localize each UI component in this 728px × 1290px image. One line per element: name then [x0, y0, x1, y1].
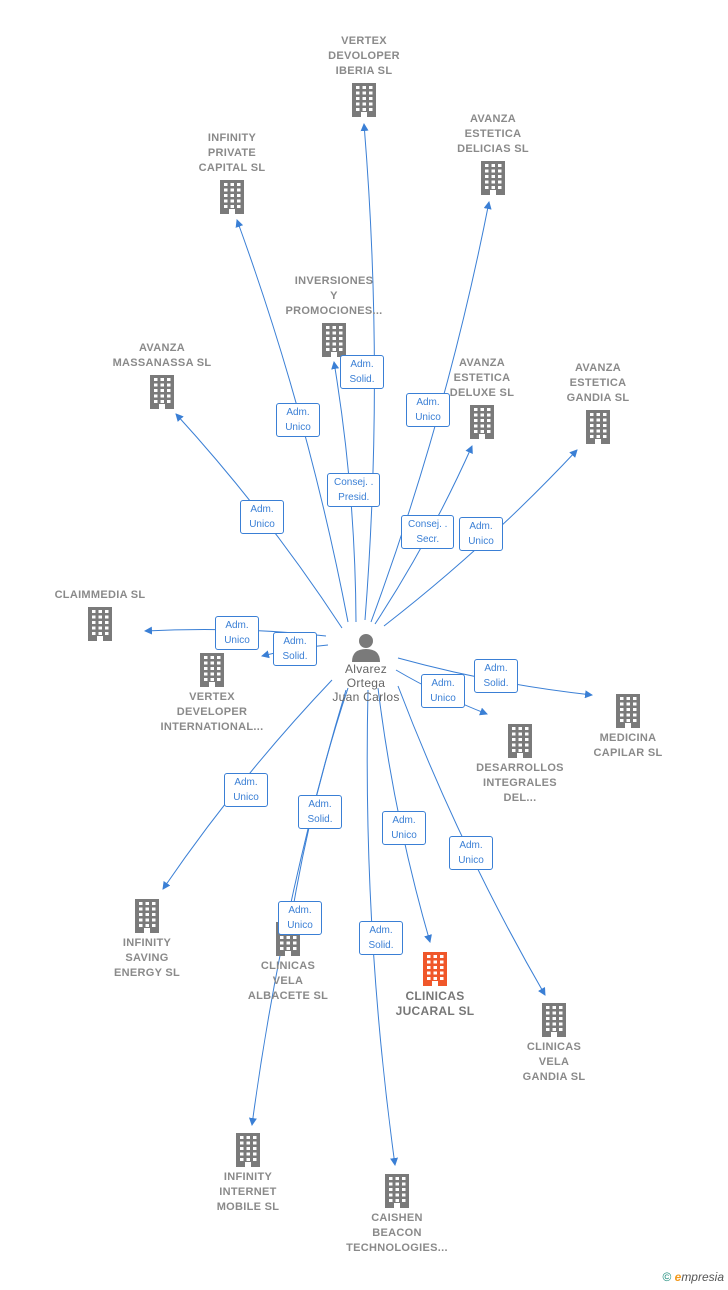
building-icon [220, 180, 244, 214]
relation-label-caishen[interactable]: Adm. Solid. [359, 921, 403, 955]
relation-label-avanza_massanassa[interactable]: Adm. Unico [240, 500, 284, 534]
company-name: INVERSIONES Y PROMOCIONES... [285, 275, 383, 317]
building-icon [542, 1003, 566, 1037]
company-name: CLAIMMEDIA SL [54, 589, 146, 601]
company-node-vertex_intl[interactable]: VERTEX DEVELOPER INTERNATIONAL... [137, 653, 287, 735]
company-name: CLINICAS JUCARAL SL [395, 989, 475, 1018]
building-icon [135, 899, 159, 933]
company-node-clinicas_jucaral[interactable]: CLINICAS JUCARAL SL [360, 952, 510, 1019]
company-node-vertex_iberia[interactable]: VERTEX DEVOLOPER IBERIA SL [289, 34, 439, 117]
relation-label-avanza_deluxe[interactable]: Consej. . Secr. [401, 515, 455, 549]
company-name: MEDICINA CAPILAR SL [593, 732, 663, 759]
building-icon [586, 410, 610, 444]
building-icon [423, 952, 447, 986]
company-node-avanza_deluxe[interactable]: AVANZA ESTETICA DELUXE SL [407, 356, 557, 439]
company-node-avanza_gandia[interactable]: AVANZA ESTETICA GANDIA SL [523, 361, 673, 444]
relation-label-infinity_private[interactable]: Adm. Unico [276, 403, 320, 437]
company-name: VERTEX DEVELOPER INTERNATIONAL... [160, 691, 264, 733]
copyright-symbol: © [662, 1270, 672, 1284]
relation-label-desarrollos[interactable]: Adm. Unico [421, 674, 465, 708]
company-node-caishen[interactable]: CAISHEN BEACON TECHNOLOGIES... [322, 1174, 472, 1256]
company-node-claimmedia[interactable]: CLAIMMEDIA SL [25, 588, 175, 641]
building-icon [508, 724, 532, 758]
relation-label-medicina[interactable]: Adm. Solid. [474, 659, 518, 693]
brand-logo-e: e [674, 1270, 682, 1284]
company-node-avanza_delicias[interactable]: AVANZA ESTETICA DELICIAS SL [418, 112, 568, 195]
company-name: CLINICAS VELA GANDIA SL [522, 1041, 586, 1083]
company-name: CLINICAS VELA ALBACETE SL [247, 960, 329, 1002]
relation-label-clinicas_gandia[interactable]: Adm. Unico [449, 836, 493, 870]
company-node-infinity_private[interactable]: INFINITY PRIVATE CAPITAL SL [157, 131, 307, 214]
company-name: INFINITY SAVING ENERGY SL [113, 937, 181, 979]
company-name: AVANZA MASSANASSA SL [112, 342, 212, 369]
company-node-infinity_internet[interactable]: INFINITY INTERNET MOBILE SL [173, 1133, 323, 1215]
relation-label-vertex_intl[interactable]: Adm. Solid. [273, 632, 317, 666]
company-node-clinicas_gandia[interactable]: CLINICAS VELA GANDIA SL [479, 1003, 629, 1085]
company-node-infinity_saving[interactable]: INFINITY SAVING ENERGY SL [72, 899, 222, 981]
company-name: AVANZA ESTETICA DELICIAS SL [457, 113, 529, 155]
building-icon [470, 405, 494, 439]
building-icon [481, 161, 505, 195]
building-icon [385, 1174, 409, 1208]
company-name: INFINITY PRIVATE CAPITAL SL [198, 132, 266, 174]
building-icon [200, 653, 224, 687]
brand-logo-rest: mpresia [681, 1270, 724, 1284]
company-name: VERTEX DEVOLOPER IBERIA SL [328, 35, 400, 77]
building-icon [88, 607, 112, 641]
company-name: INFINITY INTERNET MOBILE SL [216, 1171, 280, 1213]
relation-label-avanza_gandia[interactable]: Adm. Unico [459, 517, 503, 551]
company-node-inversiones[interactable]: INVERSIONES Y PROMOCIONES... [259, 274, 409, 357]
company-name: AVANZA ESTETICA GANDIA SL [566, 362, 630, 404]
person-icon [352, 634, 380, 662]
relation-label-avanza_delicias[interactable]: Adm. Unico [406, 393, 450, 427]
building-icon [616, 694, 640, 728]
building-icon [352, 83, 376, 117]
company-name: AVANZA ESTETICA DELUXE SL [449, 357, 515, 399]
building-icon [150, 375, 174, 409]
company-node-desarrollos[interactable]: DESARROLLOS INTEGRALES DEL... [445, 724, 595, 806]
person-node[interactable]: Alvarez Ortega Juan Carlos [291, 632, 441, 704]
company-name: DESARROLLOS INTEGRALES DEL... [476, 762, 564, 804]
relation-label-infinity_saving[interactable]: Adm. Unico [224, 773, 268, 807]
relation-label-vertex_iberia[interactable]: Adm. Solid. [340, 355, 384, 389]
relation-label-claimmedia[interactable]: Adm. Unico [215, 616, 259, 650]
company-node-medicina[interactable]: MEDICINA CAPILAR SL [553, 694, 703, 761]
company-name: CAISHEN BEACON TECHNOLOGIES... [346, 1212, 448, 1254]
relation-label-inversiones[interactable]: Consej. . Presid. [327, 473, 381, 507]
building-icon [236, 1133, 260, 1167]
company-node-avanza_massanassa[interactable]: AVANZA MASSANASSA SL [87, 341, 237, 409]
relation-label-clinicas_jucaral[interactable]: Adm. Unico [382, 811, 426, 845]
relation-label-infinity_internet[interactable]: Adm. Unico [278, 901, 322, 935]
person-name: Alvarez Ortega Juan Carlos [332, 662, 400, 704]
building-icon [322, 323, 346, 357]
footer-brand: © empresia [662, 1270, 724, 1284]
relation-label-clinicas_albacete[interactable]: Adm. Solid. [298, 795, 342, 829]
